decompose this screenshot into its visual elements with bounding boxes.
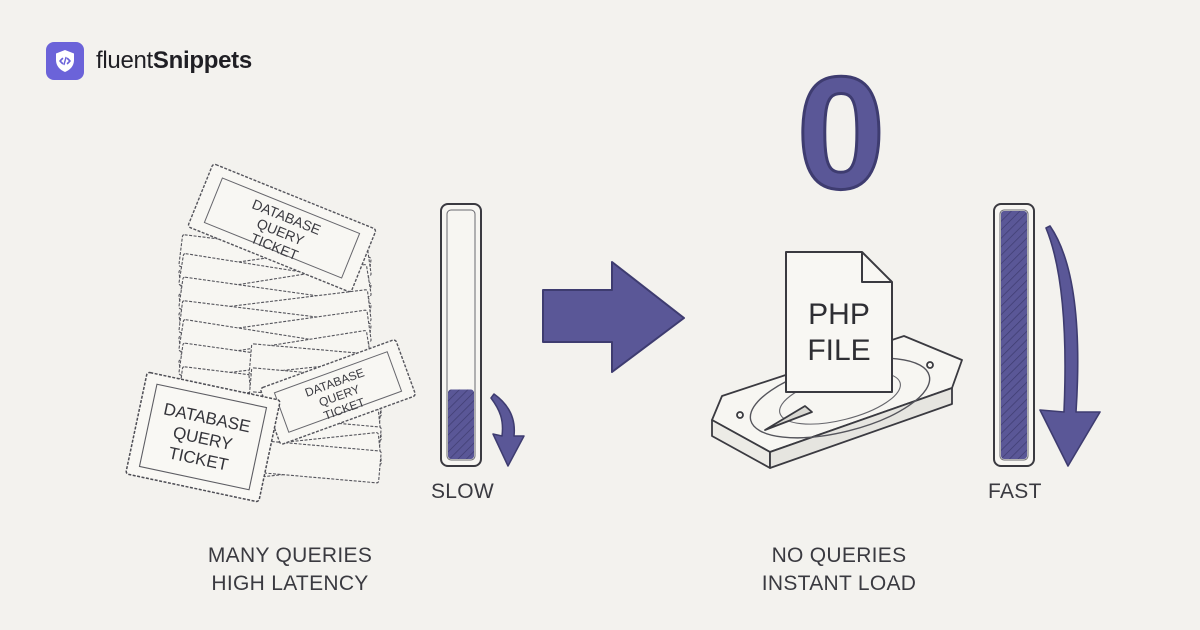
ticket-front: DATABASE QUERY TICKET — [125, 371, 281, 503]
right-caption-line2: INSTANT LOAD — [761, 572, 917, 595]
fast-label: FAST — [988, 480, 1042, 503]
arrow-down-icon — [490, 393, 525, 467]
slow-gauge-fill — [448, 389, 474, 459]
fast-gauge-fill — [1001, 211, 1027, 459]
arrow-right-icon — [542, 261, 685, 373]
php-file-line1: PHP — [808, 298, 870, 331]
arrow-down-icon — [1039, 225, 1101, 467]
brand-name: fluentSnippets — [96, 47, 252, 75]
brand-suffix: Snippets — [152, 47, 252, 74]
right-caption: NO QUERIES INSTANT LOAD — [709, 542, 969, 598]
ticket-top: DATABASE QUERY TICKET — [187, 163, 377, 293]
left-caption-line2: HIGH LATENCY — [211, 572, 369, 595]
slow-gauge — [440, 203, 482, 467]
php-file-line2: FILE — [807, 334, 870, 367]
ticket-right: DATABASE QUERY TICKET — [260, 339, 416, 445]
slow-label: SLOW — [431, 480, 495, 503]
brand-prefix: fluent — [96, 47, 153, 74]
query-count: 0 — [797, 43, 886, 222]
hard-drive — [711, 335, 963, 469]
left-caption: MANY QUERIES HIGH LATENCY — [160, 542, 420, 598]
code-shield-icon — [46, 42, 84, 80]
php-file: PHP FILE — [785, 251, 893, 393]
fast-gauge — [993, 203, 1035, 467]
left-caption-line1: MANY QUERIES — [207, 544, 373, 567]
right-caption-line1: NO QUERIES — [771, 544, 907, 567]
brand: fluentSnippets — [46, 42, 252, 80]
